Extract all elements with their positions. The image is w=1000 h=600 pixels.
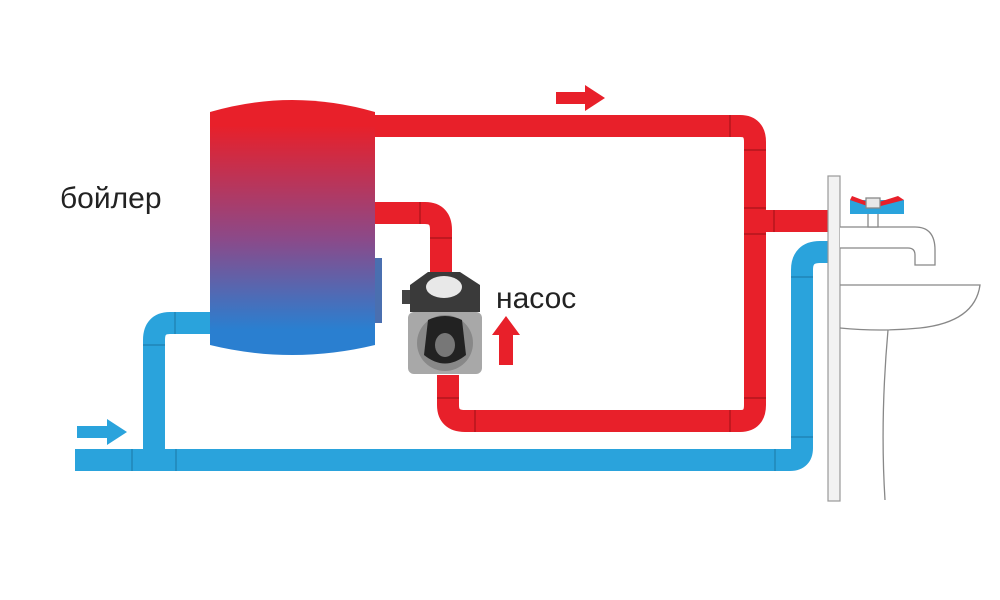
pump-flow-arrow-icon xyxy=(492,316,520,365)
cold-water-pipes xyxy=(75,241,831,471)
pump-label: насос xyxy=(496,282,577,315)
sink-icon xyxy=(839,284,981,501)
cold-pipe-joints xyxy=(131,276,813,471)
wall xyxy=(827,175,841,502)
hot-pipe-joints xyxy=(419,115,775,432)
cold-boiler-feed-pipe xyxy=(143,312,212,460)
cold-inlet-main-pipe xyxy=(75,241,831,471)
circulation-pump-icon xyxy=(402,272,482,374)
cold-flow-arrow-icon xyxy=(77,419,127,445)
hot-flow-arrow-icon xyxy=(556,85,605,111)
boiler-icon xyxy=(210,100,382,355)
hot-supply-pipe xyxy=(372,115,766,432)
boiler-label: бойлер xyxy=(60,182,162,215)
faucet-icon xyxy=(840,196,936,266)
pump-feed-pipe xyxy=(372,202,452,280)
hot-water-pipes xyxy=(372,115,830,432)
